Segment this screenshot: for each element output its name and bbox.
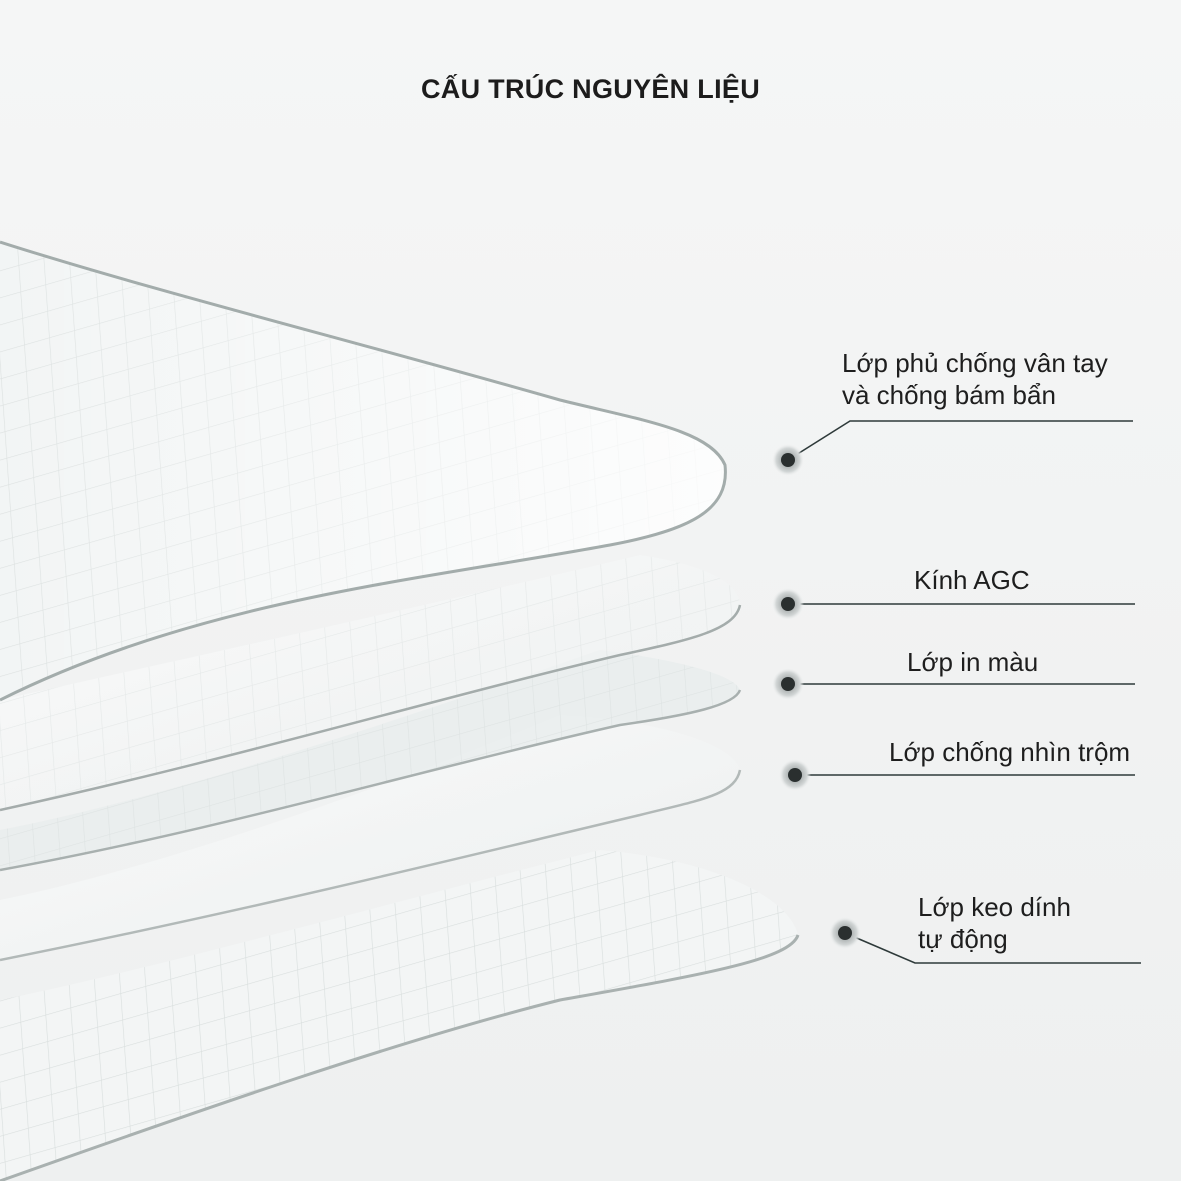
label-coating: Lớp phủ chống vân tay và chống bám bẩn bbox=[842, 347, 1108, 411]
label-privacy-line-1: Lớp chống nhìn trộm bbox=[889, 737, 1131, 767]
sheet-glass bbox=[0, 555, 742, 812]
leader-line-coating bbox=[787, 420, 1133, 461]
callout-dot-glass bbox=[772, 588, 804, 620]
label-privacy: Lớp chống nhìn trộm bbox=[889, 736, 1130, 768]
leader-lines bbox=[787, 420, 1141, 964]
sheet-adhesive bbox=[0, 850, 800, 1181]
label-adhesive: Lớp keo dính tự động bbox=[918, 891, 1071, 955]
callout-dot-privacy bbox=[779, 759, 811, 791]
label-adhesive-line-2: tự động bbox=[918, 924, 1008, 954]
callout-dot-adhesive bbox=[829, 917, 861, 949]
sheet-print bbox=[0, 650, 742, 872]
sheet-privacy bbox=[0, 715, 742, 962]
callout-dot-print bbox=[772, 668, 804, 700]
label-print: Lớp in màu bbox=[907, 646, 1038, 678]
diagram-title: CẤU TRÚC NGUYÊN LIỆU bbox=[420, 74, 760, 104]
label-adhesive-line-1: Lớp keo dính bbox=[918, 892, 1071, 922]
label-coating-line-1: Lớp phủ chống vân tay bbox=[842, 348, 1108, 378]
label-glass-line-1: Kính AGC bbox=[914, 565, 1030, 595]
callout-dot-coating bbox=[772, 444, 804, 476]
label-glass: Kính AGC bbox=[914, 564, 1030, 596]
leader-line-adhesive bbox=[844, 932, 1141, 964]
sheet-coating bbox=[0, 240, 727, 702]
label-print-line-1: Lớp in màu bbox=[907, 647, 1039, 677]
label-coating-line-2: và chống bám bẩn bbox=[842, 380, 1056, 410]
